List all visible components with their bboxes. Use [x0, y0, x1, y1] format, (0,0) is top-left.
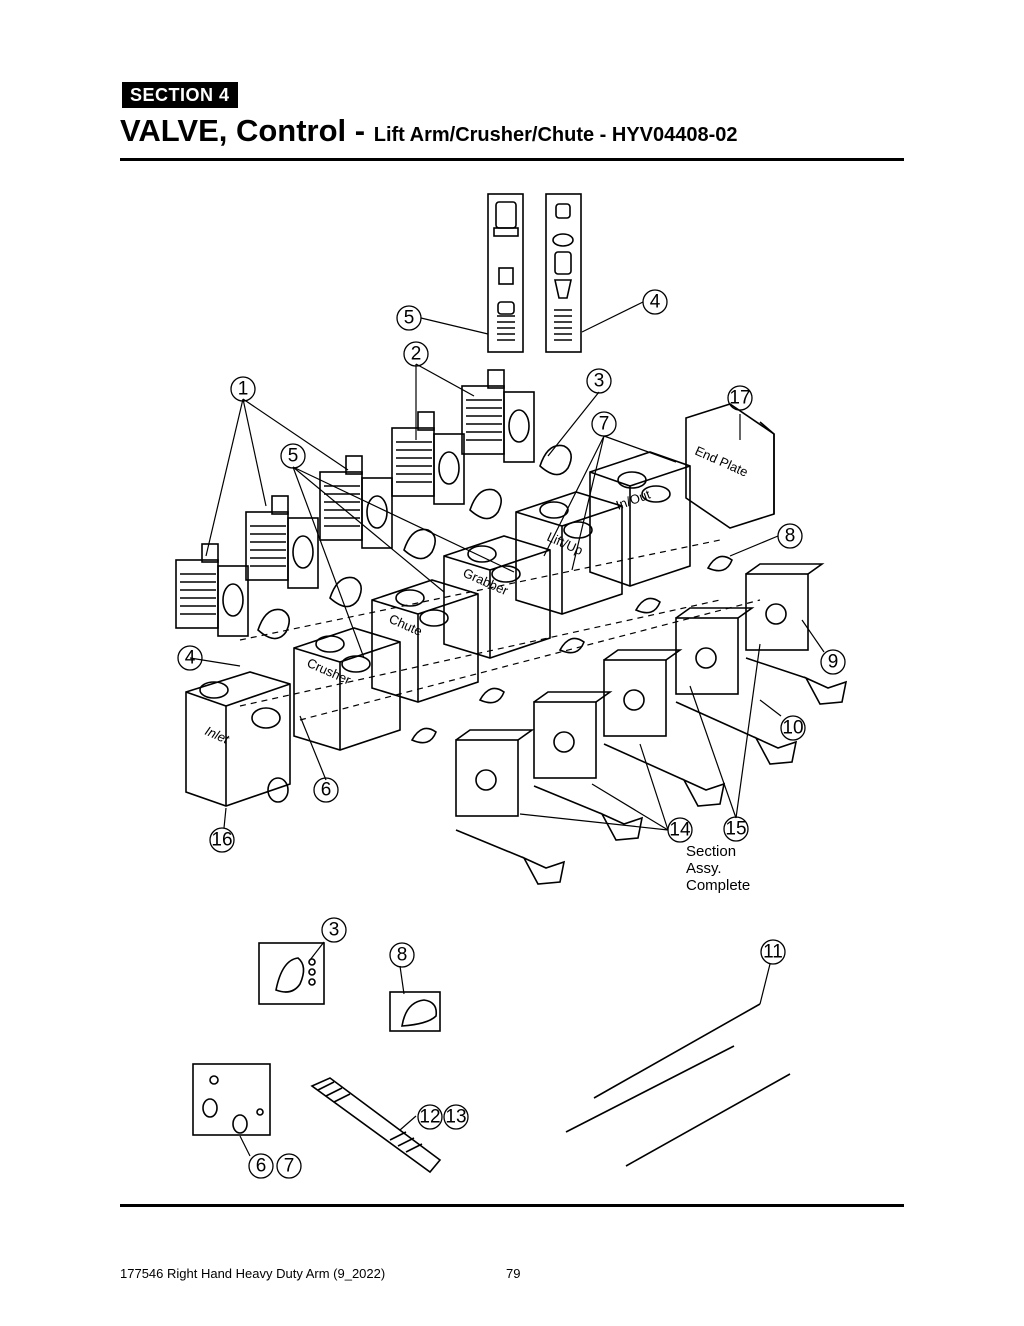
footer-page-number: 79: [506, 1266, 521, 1281]
header-rule: [120, 158, 904, 161]
chute-block: [371, 579, 479, 703]
callout-10-text: 10: [782, 718, 803, 739]
footer-doc-id: 177546 Right Hand Heavy Duty Arm (9_2022…: [120, 1266, 386, 1281]
callout-5-text: 5: [404, 308, 415, 329]
solenoid-coil-group: [175, 369, 535, 637]
callout-15-text: 15: [725, 819, 746, 840]
leader-lines: [189, 301, 825, 1157]
callout-11: [760, 939, 786, 965]
callout-10: [780, 715, 806, 741]
section-assy-note: Section Assy. Complete: [686, 843, 750, 894]
callout-11-text: 11: [763, 942, 783, 963]
inset-shield-8: [389, 991, 441, 1032]
callout-17-text: 17: [729, 388, 750, 409]
grabber-block: [443, 535, 551, 659]
callout-5: [396, 305, 422, 331]
callout-15: [723, 816, 749, 842]
lever-assembly-group: [455, 563, 848, 885]
callout-8: [777, 523, 803, 549]
tie-rods-11: [565, 1003, 791, 1167]
callout-8-text: 8: [785, 526, 796, 547]
callout-17: [727, 385, 753, 411]
label-grabber: Grabber: [461, 565, 511, 598]
crusher-block: [293, 627, 401, 751]
callout-7: [591, 411, 617, 437]
inset-seal-kit-3: [258, 942, 325, 1005]
title-sub: Lift Arm/Crusher/Chute - HYV04408-02: [373, 124, 738, 146]
callout-13: [443, 1104, 469, 1130]
callout-2-text: 2: [411, 344, 422, 365]
callout-9: [820, 649, 846, 675]
section-badge: SECTION 4: [122, 82, 238, 108]
inset-gasket-6-7: [192, 1063, 271, 1136]
callout-2: [403, 341, 429, 367]
section-assy-line-3: Complete: [686, 877, 750, 894]
callout-group: [177, 289, 846, 1179]
callout-14: [667, 817, 693, 843]
spool-12-13: [310, 1077, 442, 1174]
callout-13-text: 13: [445, 1107, 466, 1128]
callout-3b-text: 3: [329, 920, 340, 941]
footer-rule: [120, 1204, 904, 1207]
callout-16-text: 16: [211, 830, 232, 851]
callout-9-text: 9: [828, 652, 839, 673]
callout-12-text: 12: [419, 1107, 440, 1128]
callout-7-text: 7: [599, 414, 610, 435]
shield-gaskets: [410, 555, 733, 744]
callout-5b-text: 5: [288, 446, 299, 467]
label-in-out: In/Out: [614, 486, 653, 512]
callout-12: [417, 1104, 443, 1130]
title-main: VALVE, Control -: [120, 113, 374, 148]
callout-3b: [321, 917, 347, 943]
callout-4b-text: 4: [185, 648, 196, 669]
cartridge-4-parts: [552, 203, 574, 341]
callout-7b: [276, 1153, 302, 1179]
callout-4-text: 4: [650, 292, 661, 313]
callout-16: [209, 827, 235, 853]
label-chute: Chute: [387, 611, 425, 639]
label-inlet: Inlet: [203, 723, 233, 747]
callout-3-text: 3: [594, 371, 605, 392]
in-out-block: [589, 451, 691, 587]
callout-7b-text: 7: [284, 1156, 295, 1177]
label-end-plate: End Plate: [693, 443, 751, 480]
tie-rod-guides: [239, 539, 761, 721]
callout-5b: [280, 443, 306, 469]
callout-1: [230, 376, 256, 402]
callout-8b-text: 8: [397, 945, 408, 966]
callout-6b: [248, 1153, 274, 1179]
callout-3: [586, 368, 612, 394]
section-assy-line-2: Assy.: [686, 860, 722, 877]
callout-6-text: 6: [321, 780, 332, 801]
callout-4b: [177, 645, 203, 671]
inlet-block: [185, 671, 291, 807]
callout-4: [642, 289, 668, 315]
inset-cartridge-5: [487, 193, 524, 353]
callout-14-text: 14: [669, 820, 691, 841]
inset-cartridge-4: [545, 193, 582, 353]
callout-6b-text: 6: [256, 1156, 267, 1177]
section-assy-line-1: Section: [686, 843, 736, 860]
cartridge-5-parts: [493, 201, 519, 341]
callout-8b: [389, 942, 415, 968]
page-title: VALVE, Control - Lift Arm/Crusher/Chute …: [120, 113, 738, 149]
callout-6: [313, 777, 339, 803]
callout-1-text: 1: [238, 379, 249, 400]
seal-kit-group: [257, 444, 572, 640]
